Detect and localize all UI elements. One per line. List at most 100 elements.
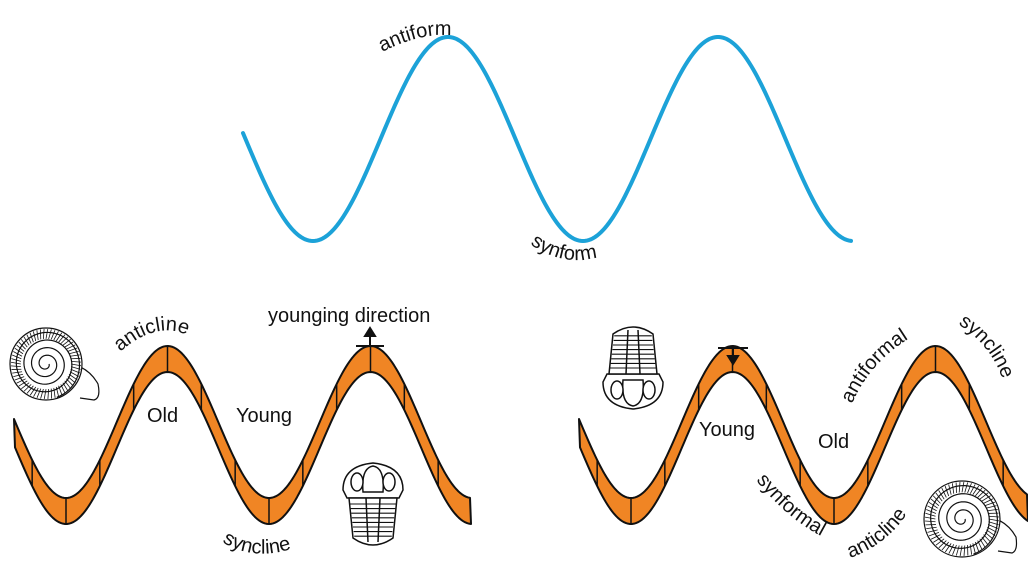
ammonite-ribs — [10, 328, 82, 400]
ammonite-rib — [14, 347, 24, 355]
ammonite-rib — [987, 526, 997, 533]
ammonite-ribs — [924, 481, 1000, 557]
ammonite-rib — [11, 365, 21, 368]
ammonite-rib — [14, 376, 25, 381]
ammonite-rib — [924, 516, 936, 520]
ammonite-rib — [60, 336, 69, 344]
trilobite-inverted-icon — [602, 326, 664, 410]
ammonite-rib — [977, 489, 986, 498]
ammonite-rib — [48, 329, 52, 340]
ammonite-rib — [10, 361, 21, 365]
young-label-right: Young — [699, 419, 755, 441]
syncline-label-right: syncline — [955, 310, 1018, 381]
ammonite-rib — [959, 545, 963, 557]
ammonite-rib — [20, 339, 28, 348]
ammonite-rib — [944, 485, 950, 497]
ammonite-rib — [935, 538, 945, 546]
ammonite-rib — [963, 545, 966, 556]
ammonite-rib — [972, 485, 980, 495]
ammonite-rib — [981, 495, 991, 502]
ammonite-rib — [12, 354, 22, 360]
ammonite-rib — [16, 344, 25, 352]
ammonite-rib — [68, 350, 79, 355]
ammonite-rib — [32, 331, 37, 342]
ammonite-rib — [36, 330, 39, 341]
ammonite-rib — [68, 373, 78, 381]
ammonite-rib — [927, 505, 937, 512]
ammonite-rib — [18, 341, 26, 350]
synform-label: synform — [527, 230, 598, 265]
ammonite-rib — [36, 388, 42, 398]
ammonite-spiral — [15, 331, 81, 398]
ammonite-rib — [935, 492, 943, 502]
ammonite-rib — [930, 498, 940, 506]
ammonite-rib — [62, 338, 71, 346]
younging-direction-label: younging direction — [268, 305, 430, 327]
ammonite-rib — [12, 371, 23, 374]
ammonite-rib — [71, 360, 81, 363]
ammonite-rib — [67, 376, 76, 384]
ammonite-rib — [926, 509, 937, 514]
ammonite-rib — [986, 505, 997, 509]
ammonite-rib — [55, 386, 60, 397]
ammonite-rib — [969, 544, 973, 555]
ammonite-icon — [9, 327, 100, 401]
ammonite-rib — [26, 385, 34, 394]
ammonite-rib — [938, 540, 947, 549]
trilobite-segments — [350, 503, 396, 537]
antiform-label: antiform — [375, 18, 452, 56]
ammonite-rib — [18, 380, 28, 387]
ammonite-rib — [941, 487, 947, 498]
ammonite-rib — [67, 347, 78, 352]
ammonite-rib — [979, 492, 989, 500]
younging-arrow-up-icon — [356, 326, 384, 347]
ammonite-rib — [961, 481, 965, 493]
ammonite-rib — [977, 540, 983, 551]
ammonite-rib — [983, 534, 992, 543]
ammonite-rib — [986, 529, 996, 537]
ammonite-rib — [64, 341, 74, 348]
ammonite-rib — [16, 378, 26, 384]
ammonite-rib — [21, 382, 30, 390]
ammonite-rib — [969, 484, 976, 494]
ammonite-rib — [988, 518, 1000, 522]
right-fold-panel: antiformal syncline synformal anticline … — [578, 310, 1028, 563]
ammonite-rib — [53, 331, 59, 341]
ammonite-rib — [927, 529, 938, 533]
ammonite-rib — [951, 483, 955, 494]
ammonite-rib — [42, 329, 45, 339]
ammonite-rib — [53, 387, 56, 398]
ammonite-rib — [45, 328, 49, 339]
ammonite-rib — [33, 387, 39, 397]
ammonite-rib — [66, 344, 76, 350]
ammonite-rib — [69, 354, 80, 357]
ammonite-rib — [29, 332, 34, 343]
ammonite-rib — [70, 366, 81, 370]
folded-layer-band — [13, 345, 472, 525]
ammonite-rib — [938, 490, 945, 500]
ammonite-rib — [988, 515, 999, 518]
ammonite-rib — [983, 498, 994, 504]
ammonite-rib — [979, 538, 986, 548]
ammonite-rib — [62, 382, 69, 392]
ammonite-rib — [13, 373, 24, 378]
ammonite-rib — [958, 482, 961, 493]
ammonite-rib — [71, 363, 82, 367]
ammonite-rib — [58, 385, 63, 396]
ammonite-rib — [23, 384, 32, 392]
ammonite-rib — [988, 521, 999, 526]
old-label-right: Old — [818, 431, 849, 453]
ammonite-rib — [932, 495, 941, 504]
ammonite-rib — [928, 531, 940, 537]
ammonite-icon-right — [923, 480, 1018, 558]
ammonite-rib — [23, 336, 30, 346]
ammonite-rib — [60, 384, 66, 394]
ammonite-rib — [967, 483, 972, 494]
ammonite-rib — [981, 536, 989, 546]
folded-layer-band — [578, 345, 1028, 525]
ammonite-rib — [43, 389, 47, 400]
ammonite-rib — [66, 378, 74, 387]
anticline-label-right: anticline — [844, 504, 911, 563]
